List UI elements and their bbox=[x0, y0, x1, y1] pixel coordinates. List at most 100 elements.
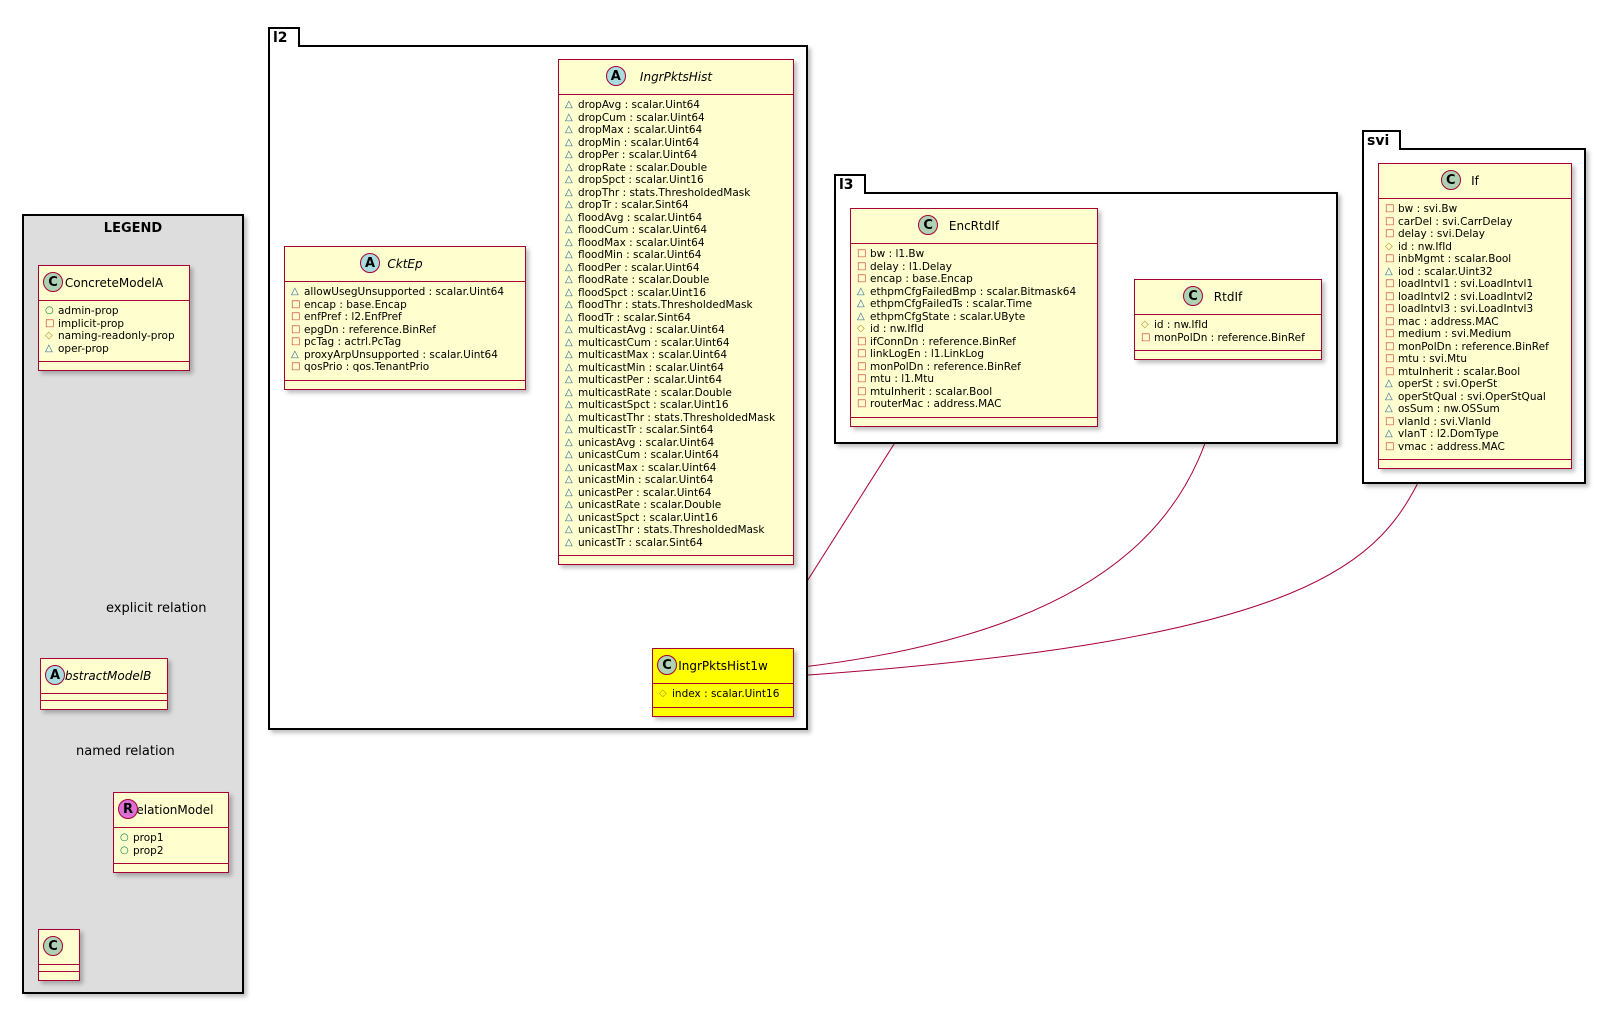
attribute-text: multicastMin : scalar.Uint64 bbox=[578, 361, 724, 374]
visibility-icon: □ bbox=[857, 273, 867, 284]
visibility-icon: △ bbox=[565, 349, 573, 360]
attribute-row: △unicastAvg : scalar.Uint64 bbox=[559, 437, 793, 450]
visibility-icon: △ bbox=[565, 449, 573, 460]
attribute-text: medium : svi.Medium bbox=[1398, 328, 1512, 340]
attribute-row: □linkLogEn : l1.LinkLog bbox=[851, 348, 1097, 361]
class-operations bbox=[559, 555, 793, 564]
attribute-text: unicastCum : scalar.Uint64 bbox=[578, 449, 719, 461]
attribute-row: △vlanT : l2.DomType bbox=[1379, 428, 1571, 441]
visibility-icon: □ bbox=[1385, 340, 1395, 352]
attribute-row: □mtuInherit : scalar.Bool bbox=[1379, 366, 1571, 379]
attribute-text: ethpmCfgFailedTs : scalar.Time bbox=[870, 298, 1033, 310]
attribute-row: □delay : svi.Delay bbox=[1379, 228, 1571, 241]
attribute-row: △unicastThr : stats.ThresholdedMask bbox=[559, 524, 793, 537]
legend-title: LEGEND bbox=[103, 221, 163, 236]
visibility-icon: △ bbox=[565, 536, 573, 548]
attribute-text: floodMax : scalar.Uint64 bbox=[578, 236, 705, 249]
attribute-row: □carDel : svi.CarrDelay bbox=[1379, 216, 1571, 229]
class-name: IngrPktsHist bbox=[639, 70, 713, 84]
attribute-row: △osSum : nw.OSSum bbox=[1379, 403, 1571, 416]
attribute-row: △multicastRate : scalar.Double bbox=[559, 387, 793, 400]
package-svi-label: svi bbox=[1362, 130, 1402, 150]
attribute-text: prop2 bbox=[133, 844, 164, 857]
attribute-row: △ unicastCum : scalar.Uint64 bbox=[559, 449, 793, 462]
attribute-row: △ multicastMin : scalar.Uint64 bbox=[559, 362, 793, 375]
visibility-icon: △ bbox=[565, 99, 573, 110]
attribute-text: loadIntvl1 : svi.LoadIntvl1 bbox=[1398, 278, 1534, 290]
visibility-icon: △ bbox=[565, 411, 573, 423]
class-operations bbox=[653, 706, 793, 716]
attribute-row: □pcTag : actrl.PcTag bbox=[285, 336, 525, 349]
attribute-text: dropCum : scalar.Uint64 bbox=[578, 111, 705, 124]
package-l3-label: l3 bbox=[834, 174, 866, 194]
attribute-row: □routerMac : address.MAC bbox=[851, 398, 1097, 411]
attribute-row: △ dropMax : scalar.Uint64 bbox=[559, 124, 793, 137]
class-attributes: □bw : l1.Bw□delay : l1.Delay□encap : bas… bbox=[851, 244, 1097, 417]
abstract-stereotype-icon: A bbox=[360, 253, 380, 273]
attribute-text: dropMax : scalar.Uint64 bbox=[578, 124, 703, 136]
attribute-text: mtuInherit : scalar.Bool bbox=[870, 385, 993, 398]
attribute-row: □encap : base.Encap bbox=[285, 299, 525, 312]
attribute-text: operStQual : svi.OperStQual bbox=[1398, 390, 1546, 403]
attribute-text: epgDn : reference.BinRef bbox=[304, 323, 436, 336]
visibility-icon: △ bbox=[565, 311, 573, 323]
attribute-text: dropSpct : scalar.Uint16 bbox=[578, 174, 704, 186]
attribute-text: vlanId : svi.VlanId bbox=[1398, 415, 1492, 428]
attribute-text: monPolDn : reference.BinRef bbox=[1154, 331, 1305, 344]
visibility-icon: □ bbox=[291, 298, 301, 310]
attribute-text: bw : l1.Bw bbox=[870, 248, 925, 260]
visibility-icon: △ bbox=[565, 361, 573, 373]
attribute-text: osSum : nw.OSSum bbox=[1398, 403, 1500, 415]
class-stereotype-icon: C bbox=[918, 215, 939, 235]
class-name: AbstractModelB bbox=[56, 669, 152, 683]
visibility-icon: △ bbox=[857, 298, 865, 309]
visibility-icon: □ bbox=[1385, 365, 1395, 377]
attribute-row: □vlanId : svi.VlanId bbox=[1379, 416, 1571, 429]
visibility-icon: □ bbox=[1385, 315, 1395, 327]
class-c-box: CC bbox=[38, 929, 80, 981]
visibility-icon: □ bbox=[857, 385, 867, 397]
visibility-icon: ◇ bbox=[45, 330, 53, 341]
visibility-icon: △ bbox=[565, 461, 573, 473]
attribute-row: □loadIntvl3 : svi.LoadIntvl3 bbox=[1379, 303, 1571, 316]
attribute-row: △floodSpct : scalar.Uint16 bbox=[559, 287, 793, 300]
visibility-icon: △ bbox=[565, 274, 573, 285]
visibility-icon: △ bbox=[565, 161, 573, 173]
visibility-icon: △ bbox=[565, 136, 573, 148]
class-attributes: ◇index : scalar.Uint16 bbox=[653, 684, 793, 707]
class-attributes: ◇id : nw.IfId□monPolDn : reference.BinRe… bbox=[1135, 315, 1321, 350]
visibility-icon: △ bbox=[565, 424, 573, 435]
visibility-icon: △ bbox=[565, 124, 573, 135]
attribute-row: □bw : svi.Bw bbox=[1379, 203, 1571, 216]
visibility-icon: △ bbox=[565, 186, 573, 198]
visibility-icon: ◇ bbox=[1385, 240, 1393, 252]
attribute-text: unicastRate : scalar.Double bbox=[578, 499, 722, 511]
class-stereotype-icon: C bbox=[1440, 170, 1461, 190]
class-name: ConcreteModelA bbox=[64, 276, 164, 290]
visibility-icon: △ bbox=[1385, 428, 1393, 439]
visibility-icon: △ bbox=[565, 474, 573, 485]
attribute-text: mtu : svi.Mtu bbox=[1398, 353, 1467, 365]
visibility-icon: △ bbox=[291, 286, 299, 297]
attribute-row: △multicastMax : scalar.Uint64 bbox=[559, 349, 793, 362]
visibility-icon: △ bbox=[565, 524, 573, 535]
attribute-row: △allowUsegUnsupported : scalar.Uint64 bbox=[285, 286, 525, 299]
attribute-text: index : scalar.Uint16 bbox=[672, 688, 780, 700]
class-operations bbox=[114, 863, 228, 872]
attribute-row: △ethpmCfgFailedBmp : scalar.Bitmask64 bbox=[851, 286, 1097, 299]
attribute-text: dropAvg : scalar.Uint64 bbox=[578, 99, 700, 111]
attribute-text: oper-prop bbox=[58, 342, 109, 355]
attribute-text: prop1 bbox=[133, 832, 164, 844]
class-attributes: ○prop1○prop2 bbox=[114, 828, 228, 863]
class-stereotype-icon: C bbox=[657, 655, 677, 675]
attribute-row: □vmac : address.MAC bbox=[1379, 441, 1571, 454]
attribute-row: △iod : scalar.Uint32 bbox=[1379, 266, 1571, 279]
attribute-text: mtuInherit : scalar.Bool bbox=[1398, 365, 1521, 378]
